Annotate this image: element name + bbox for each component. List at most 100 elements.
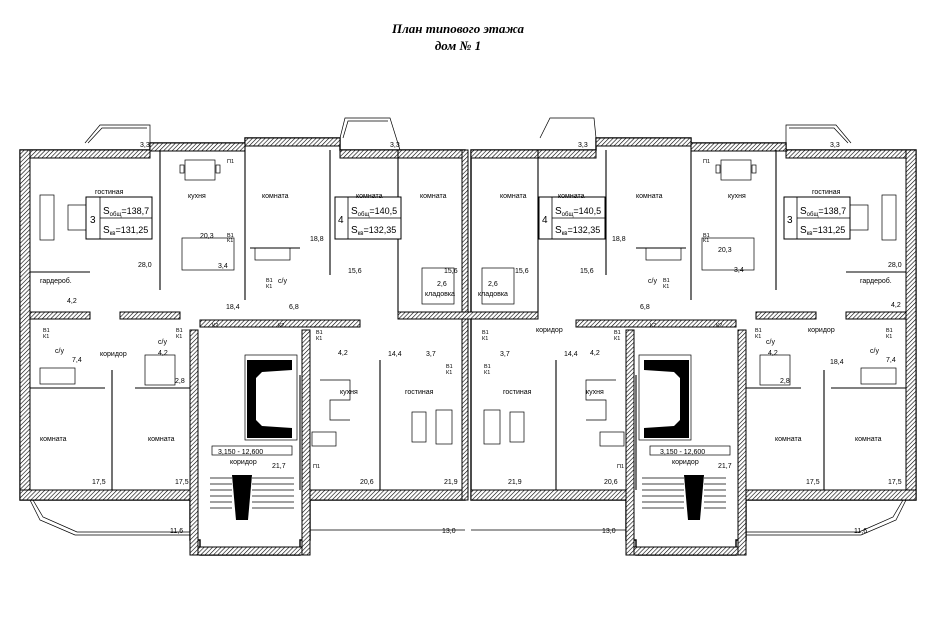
svg-text:В1: В1 (176, 328, 183, 334)
svg-text:3,3: 3,3 (140, 142, 150, 149)
label-corridor: коридор (100, 351, 127, 358)
apartment-box-3: 4 Sобщ=140,5 Sкв=132,35 (538, 196, 606, 240)
svg-text:К2: К2 (212, 323, 218, 329)
room-labels: гостиная кухня комната комната комната г… (40, 189, 892, 466)
svg-text:4,2: 4,2 (891, 302, 901, 309)
svg-text:3,3: 3,3 (830, 142, 840, 149)
svg-text:Sкв=131,25: Sкв=131,25 (103, 225, 148, 237)
label-wc: с/у (766, 339, 775, 346)
label-corridor: коридор (536, 327, 563, 334)
plan-title: План типового этажа дом № 1 (0, 20, 916, 54)
svg-text:14,4: 14,4 (388, 351, 402, 358)
svg-text:К2: К2 (278, 323, 284, 329)
svg-text:Sобщ=138,7: Sобщ=138,7 (800, 206, 846, 218)
svg-text:18,4: 18,4 (830, 359, 844, 366)
svg-text:В1: В1 (755, 328, 762, 334)
svg-text:18,8: 18,8 (310, 236, 324, 243)
svg-text:18,8: 18,8 (612, 236, 626, 243)
area-numbers: 3,3 3,3 3,3 3,3 20,3 20,3 3,4 3,4 28,0 2… (67, 142, 902, 535)
svg-text:Sобщ=140,5: Sобщ=140,5 (351, 206, 397, 218)
svg-text:2,6: 2,6 (437, 281, 447, 288)
label-wc: с/у (158, 339, 167, 346)
svg-text:К1: К1 (43, 334, 49, 340)
svg-text:К1: К1 (484, 370, 490, 376)
svg-text:3,3: 3,3 (390, 142, 400, 149)
svg-text:В1: В1 (227, 233, 234, 239)
svg-text:В1: В1 (484, 364, 491, 370)
svg-text:21,9: 21,9 (444, 479, 458, 486)
svg-text:4,2: 4,2 (67, 298, 77, 305)
label-room: комната (775, 436, 802, 443)
svg-text:6,8: 6,8 (640, 304, 650, 311)
svg-text:7,4: 7,4 (72, 357, 82, 364)
label-room: комната (500, 193, 527, 200)
label-kitchen: кухня (728, 193, 746, 200)
svg-text:В1: В1 (703, 233, 710, 239)
label-wc: с/у (870, 348, 879, 355)
label-living: гостиная (503, 389, 532, 396)
svg-text:3,3: 3,3 (578, 142, 588, 149)
svg-text:17,5: 17,5 (175, 479, 189, 486)
svg-text:В1: В1 (316, 330, 323, 336)
label-room: комната (40, 436, 67, 443)
svg-text:11,6: 11,6 (170, 528, 183, 535)
walls (19, 137, 917, 556)
label-wc: с/у (648, 278, 657, 285)
svg-text:17,5: 17,5 (888, 479, 902, 486)
svg-text:28,0: 28,0 (138, 262, 152, 269)
apartment-box-2: 4 Sобщ=140,5 Sкв=132,35 (334, 196, 402, 240)
svg-text:К1: К1 (316, 336, 322, 342)
svg-text:15,6: 15,6 (444, 268, 458, 275)
svg-text:28,0: 28,0 (888, 262, 902, 269)
svg-text:2,8: 2,8 (780, 378, 790, 385)
apt-rooms-2: 4 (338, 215, 344, 226)
label-room: комната (558, 193, 585, 200)
svg-text:4,2: 4,2 (590, 350, 600, 357)
apartment-box-4: 3 Sобщ=138,7 Sкв=131,25 (783, 196, 851, 240)
label-room: комната (148, 436, 175, 443)
apt-rooms-3: 4 (542, 215, 548, 226)
svg-text:Sкв=131,25: Sкв=131,25 (800, 225, 845, 237)
label-room: комната (636, 193, 663, 200)
svg-text:П1: П1 (703, 159, 710, 165)
svg-text:В1: В1 (663, 278, 670, 284)
svg-text:13,0: 13,0 (442, 528, 456, 535)
svg-text:15,6: 15,6 (580, 268, 594, 275)
svg-text:7,4: 7,4 (886, 357, 896, 364)
svg-text:3,4: 3,4 (218, 263, 228, 270)
plan-title-line1: План типового этажа (391, 21, 525, 36)
svg-text:К1: К1 (886, 334, 892, 340)
label-kitchen: кухня (586, 389, 604, 396)
label-kitchen: кухня (188, 193, 206, 200)
label-wardrobe: гардероб. (40, 277, 72, 285)
label-floors: 3,150 - 12,600 (218, 449, 263, 456)
svg-text:20,3: 20,3 (718, 247, 732, 254)
svg-text:К1: К1 (227, 238, 233, 244)
svg-text:К1: К1 (266, 284, 272, 290)
svg-text:3,7: 3,7 (500, 351, 510, 358)
label-floors: 3,150 - 12,600 (660, 449, 705, 456)
svg-text:В1: В1 (482, 330, 489, 336)
label-wc: с/у (55, 348, 64, 355)
svg-text:П1: П1 (227, 159, 234, 165)
svg-text:К1: К1 (663, 284, 669, 290)
svg-text:К1: К1 (482, 336, 488, 342)
label-room: комната (356, 193, 383, 200)
wall-left (19, 149, 31, 501)
svg-text:21,7: 21,7 (718, 463, 732, 470)
svg-text:К1: К1 (755, 334, 761, 340)
svg-text:21,9: 21,9 (508, 479, 522, 486)
label-pantry: кладовка (478, 291, 508, 298)
svg-text:2,6: 2,6 (488, 281, 498, 288)
svg-text:К1: К1 (703, 238, 709, 244)
furniture (39, 159, 897, 447)
svg-text:21,7: 21,7 (272, 463, 286, 470)
svg-text:13,0: 13,0 (602, 528, 616, 535)
svg-text:11,6: 11,6 (854, 528, 867, 535)
svg-text:В1: В1 (886, 328, 893, 334)
balconies (29, 117, 907, 536)
svg-text:В1: В1 (614, 330, 621, 336)
svg-text:15,6: 15,6 (348, 268, 362, 275)
svg-text:П1: П1 (313, 464, 320, 470)
